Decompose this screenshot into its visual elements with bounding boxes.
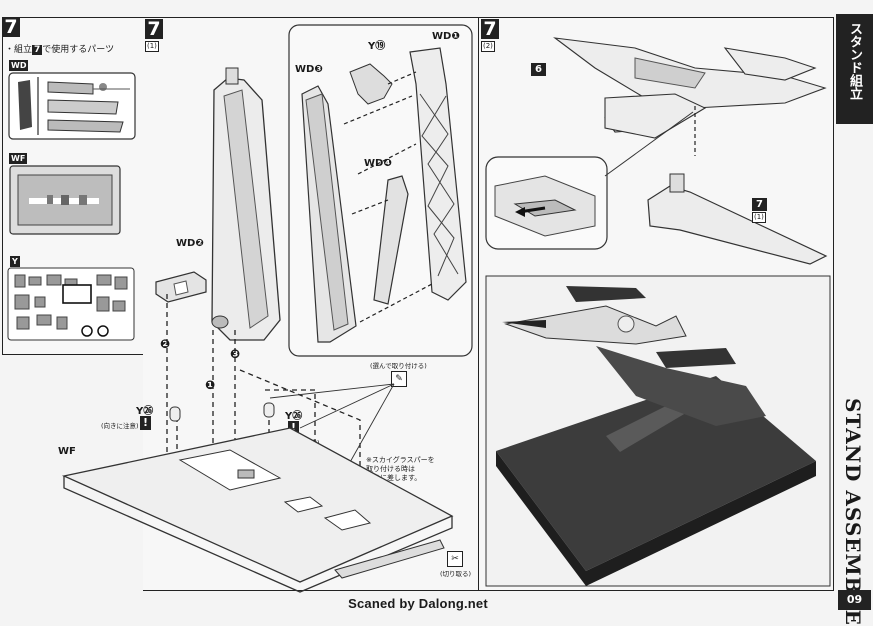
completed-model-photo [485, 275, 831, 587]
sidebar-jp-title: スタンド組立 [847, 22, 862, 100]
runner-tag-wf: WF [9, 153, 28, 164]
part-label-y26-right: Y㉖ [285, 411, 303, 422]
part-tag-6: 6 [531, 63, 546, 76]
sidebar-en-title: STAND ASSEMBLE [841, 398, 865, 626]
zoom-pointer-line [604, 111, 694, 177]
step-sub-right: (2) [481, 41, 495, 52]
note-sky-grasper: ※スカイグラスパーを 取り付ける時は ここに差します。 [366, 456, 435, 482]
runner-tag-wd: WD [9, 60, 29, 71]
aircraft-illustration [553, 37, 827, 156]
part-label-wd4: WD❹ [364, 158, 392, 169]
step-number-right: 7 [481, 19, 499, 39]
part-label-y19: Y⑲ [368, 41, 386, 52]
part-label-y26-left: Y㉖ [136, 406, 154, 417]
part-label-wd3: WD❸ [295, 64, 323, 75]
subassembly-inset [288, 24, 473, 357]
part-wd2-illustration [155, 271, 207, 303]
sequence-marker-1: ❶ [205, 378, 216, 392]
caution-icon-left: ! [140, 416, 152, 430]
stand-tag-7: 7 [752, 198, 767, 211]
parts-heading-step: 7 [32, 45, 43, 55]
peg-y26-left-illustration [169, 406, 181, 422]
runner-wf-illustration [9, 165, 121, 235]
sequence-marker-3: ❸ [230, 347, 241, 361]
cut-off-icon: ✂ [447, 551, 463, 567]
runner-y-illustration [7, 267, 135, 341]
part-label-wd2: WD❷ [176, 238, 204, 249]
note-choose-attach: (選んで取り付ける) [370, 362, 427, 370]
runner-tag-y: Y [10, 256, 20, 267]
page-number: 09 [838, 590, 871, 610]
stand-column-illustration [211, 67, 281, 341]
choose-attach-icon: ✎ [391, 371, 407, 387]
peg-y26-right-illustration [263, 402, 275, 418]
step-number-left: 7 [2, 17, 20, 37]
stand-tag-sub: (1) [752, 212, 766, 223]
step-number-middle: 7 [145, 19, 163, 39]
base-wf-illustration [61, 427, 454, 593]
sidebar-title-bar [836, 14, 873, 124]
note-cut-off: (切り取る) [440, 570, 472, 578]
sequence-marker-2: ❷ [160, 337, 171, 351]
part-label-wf: WF [58, 446, 76, 457]
zoom-detail-inset [485, 156, 608, 250]
stand-top-illustration [647, 173, 828, 265]
caution-icon-right: ! [288, 421, 300, 435]
scan-credit: Scaned by Dalong.net [348, 596, 488, 611]
step-sub-middle: (1) [145, 41, 159, 52]
page-sidebar: スタンド組立 STAND ASSEMBLE [836, 0, 873, 626]
note-facing-left: (向きに注意) [101, 422, 139, 430]
part-label-wd1: WD❶ [432, 31, 460, 42]
runner-wd-illustration [8, 72, 136, 140]
